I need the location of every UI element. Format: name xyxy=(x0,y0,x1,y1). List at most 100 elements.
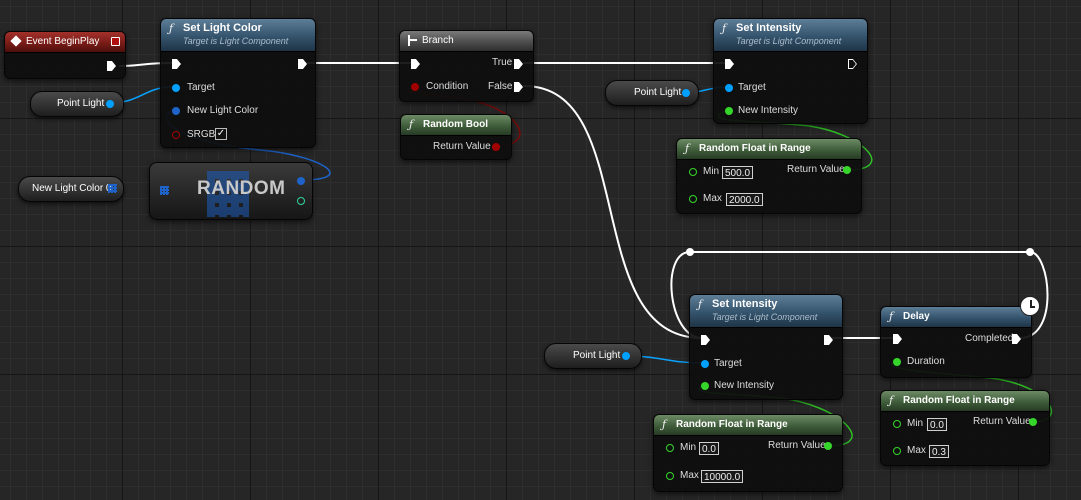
min-value-field[interactable]: 0.0 xyxy=(927,418,947,431)
set-intensity-top-header: ƒ Set Intensity Target is Light Componen… xyxy=(714,19,867,52)
reroute-knot[interactable] xyxy=(1026,248,1034,256)
function-icon: ƒ xyxy=(722,22,727,35)
random-stream-output-pin[interactable] xyxy=(297,197,305,205)
return-value-pin[interactable] xyxy=(843,166,851,174)
true-exec-pin[interactable] xyxy=(514,59,523,69)
random-float-delay-node[interactable]: ƒ Random Float in Range Min 0.0 Return V… xyxy=(880,390,1050,466)
set-intensity-bottom-header: ƒ Set Intensity Target is Light Componen… xyxy=(690,295,842,328)
random-float-bottom-header: ƒ Random Float in Range xyxy=(654,415,842,436)
variable-output-pin[interactable] xyxy=(106,100,114,108)
new-intensity-pin[interactable] xyxy=(725,107,733,115)
max-label: Max xyxy=(703,193,722,204)
max-pin[interactable] xyxy=(893,447,901,455)
max-pin[interactable] xyxy=(689,195,697,203)
node-title: Delay xyxy=(903,311,930,322)
random-input-grid-icon xyxy=(160,186,169,195)
reroute-knot[interactable] xyxy=(686,248,694,256)
event-icon xyxy=(10,35,22,47)
false-label: False xyxy=(488,81,513,92)
random-float-top-header: ƒ Random Float in Range xyxy=(677,139,861,160)
min-pin[interactable] xyxy=(689,168,697,176)
new-intensity-label: New Intensity xyxy=(714,380,775,391)
exec-output-pin[interactable] xyxy=(298,59,307,69)
node-title: Set Intensity xyxy=(736,22,802,34)
node-title: Set Intensity xyxy=(712,298,778,310)
max-pin[interactable] xyxy=(666,472,674,480)
max-value-field[interactable]: 2000.0 xyxy=(726,193,763,206)
event-beginplay-node[interactable]: Event BeginPlay xyxy=(4,31,126,79)
exec-input-pin[interactable] xyxy=(172,59,181,69)
node-title: Random Bool xyxy=(423,119,488,130)
variable-label: Point Light xyxy=(634,87,682,98)
new-light-color-pin[interactable] xyxy=(172,107,180,115)
set-light-color-node[interactable]: ƒ Set Light Color Target is Light Compon… xyxy=(160,18,316,148)
point-light-variable-node[interactable]: Point Light xyxy=(30,91,124,117)
random-float-bottom-node[interactable]: ƒ Random Float in Range Min 0.0 Return V… xyxy=(653,414,843,492)
exec-wire-false-setintensity xyxy=(523,85,703,339)
duration-label: Duration xyxy=(907,356,945,367)
random-color-output-pin[interactable] xyxy=(297,177,305,185)
completed-exec-pin[interactable] xyxy=(1012,334,1021,344)
set-light-color-header: ƒ Set Light Color Target is Light Compon… xyxy=(161,19,315,52)
variable-label: Point Light xyxy=(57,98,105,109)
set-intensity-bottom-node[interactable]: ƒ Set Intensity Target is Light Componen… xyxy=(689,294,843,400)
false-exec-pin[interactable] xyxy=(514,82,523,92)
node-title: Random Float in Range xyxy=(903,395,1015,406)
return-value-pin[interactable] xyxy=(1029,418,1037,426)
random-float-top-node[interactable]: ƒ Random Float in Range Min 500.0 Return… xyxy=(676,138,862,214)
exec-output-pin[interactable] xyxy=(107,61,116,71)
min-value-field[interactable]: 500.0 xyxy=(722,166,754,179)
min-label: Min xyxy=(703,166,720,177)
max-value-field[interactable]: 0.3 xyxy=(929,445,949,458)
node-subtitle: Target is Light Component xyxy=(712,312,818,322)
target-pin[interactable] xyxy=(701,360,709,368)
exec-wire-delay-loop xyxy=(670,251,1049,339)
point-light-variable-node[interactable]: Point Light xyxy=(605,80,699,106)
return-value-label: Return Value xyxy=(787,164,845,175)
min-pin[interactable] xyxy=(893,420,901,428)
min-value-field[interactable]: 0.0 xyxy=(699,442,719,455)
node-title: Random Float in Range xyxy=(699,143,811,154)
random-color-node[interactable]: RANDOM xyxy=(149,162,313,220)
return-value-pin[interactable] xyxy=(492,143,500,151)
target-pin[interactable] xyxy=(725,84,733,92)
delay-header: ƒ Delay xyxy=(881,307,1031,328)
branch-node[interactable]: Branch True Condition False xyxy=(399,30,534,102)
exec-input-pin[interactable] xyxy=(893,334,902,344)
exec-input-pin[interactable] xyxy=(411,59,420,69)
function-icon: ƒ xyxy=(698,298,703,311)
new-intensity-pin[interactable] xyxy=(701,382,709,390)
min-label: Min xyxy=(907,418,924,429)
variable-output-pin[interactable] xyxy=(682,89,690,97)
clock-icon xyxy=(1020,296,1040,316)
delay-node[interactable]: ƒ Delay Completed Duration xyxy=(880,296,1040,378)
node-subtitle: Target is Light Component xyxy=(183,36,289,46)
duration-pin[interactable] xyxy=(893,358,901,366)
min-label: Min xyxy=(680,442,697,453)
node-title: Branch xyxy=(422,35,454,46)
srgb-pin[interactable] xyxy=(172,131,180,139)
max-value-field[interactable]: 10000.0 xyxy=(701,470,744,483)
event-beginplay-header: Event BeginPlay xyxy=(5,32,125,53)
random-bool-node[interactable]: ƒ Random Bool Return Value xyxy=(400,114,512,160)
exec-output-pin[interactable] xyxy=(848,59,857,69)
max-label: Max xyxy=(680,470,699,481)
srgb-checkbox[interactable]: ✓ xyxy=(215,128,227,140)
node-title: Random Float in Range xyxy=(676,419,788,430)
exec-input-pin[interactable] xyxy=(701,335,710,345)
target-label: Target xyxy=(187,82,215,93)
condition-pin[interactable] xyxy=(411,83,419,91)
exec-output-pin[interactable] xyxy=(824,335,833,345)
new-light-color-label: New Light Color xyxy=(187,105,259,116)
variable-output-pin[interactable] xyxy=(622,352,630,360)
set-intensity-top-node[interactable]: ƒ Set Intensity Target is Light Componen… xyxy=(713,18,868,124)
target-pin[interactable] xyxy=(172,84,180,92)
exec-input-pin[interactable] xyxy=(725,59,734,69)
target-label: Target xyxy=(738,82,766,93)
point-light-variable-node[interactable]: Point Light xyxy=(544,343,642,369)
return-value-pin[interactable] xyxy=(824,442,832,450)
return-value-label: Return Value xyxy=(433,141,491,152)
min-pin[interactable] xyxy=(666,444,674,452)
new-light-color-variable-node[interactable]: New Light Color 0 xyxy=(18,176,124,202)
